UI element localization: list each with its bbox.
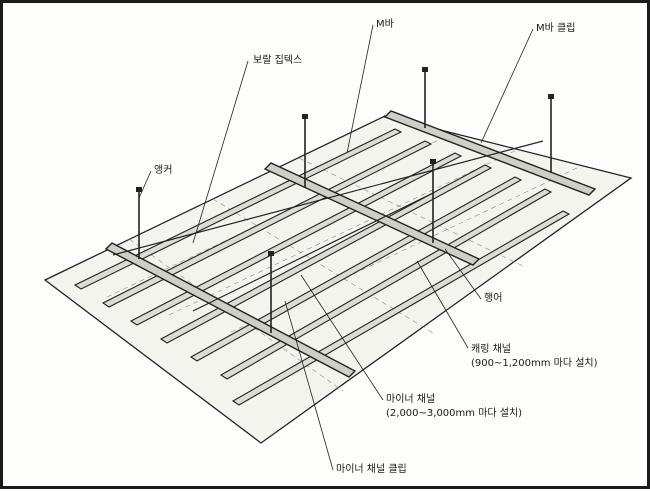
label-minor-channel-clip: 마이너 채널 클립 [336, 464, 407, 475]
label-minor-channel: 마이너 채널 [386, 394, 436, 405]
m-bar [129, 152, 463, 326]
label-m-bar: M바 [376, 19, 394, 30]
carrying-channel [104, 242, 357, 378]
m-bar [159, 164, 493, 344]
hanger-rods [138, 71, 552, 333]
minor-channel [112, 140, 544, 256]
label-insulation: 보랄 집텍스 [253, 55, 303, 66]
label-carrying-channel: 캐링 채널 [471, 344, 511, 355]
leader-lines [138, 24, 534, 471]
minor-channels [112, 140, 544, 312]
label-anchor: 앵커 [154, 165, 173, 176]
m-bar [101, 140, 433, 308]
label-m-bar-clip: M바 클립 [536, 23, 576, 34]
ceiling-structure-diagram [43, 24, 633, 471]
carrying-channel [263, 162, 481, 266]
m-bar [189, 176, 523, 362]
label-hanger: 행어 [484, 293, 503, 304]
m-bar [73, 128, 403, 290]
hanger-caps [136, 67, 554, 256]
label-minor-channel-spacing: (2,000~3,000mm 마다 설치) [386, 408, 523, 419]
label-carrying-channel-spacing: (900~1,200mm 마다 설치) [471, 358, 598, 369]
carrying-channel [383, 110, 597, 196]
minor-channel [192, 192, 434, 312]
carrying-channels [104, 110, 597, 378]
m-bar [219, 188, 553, 380]
